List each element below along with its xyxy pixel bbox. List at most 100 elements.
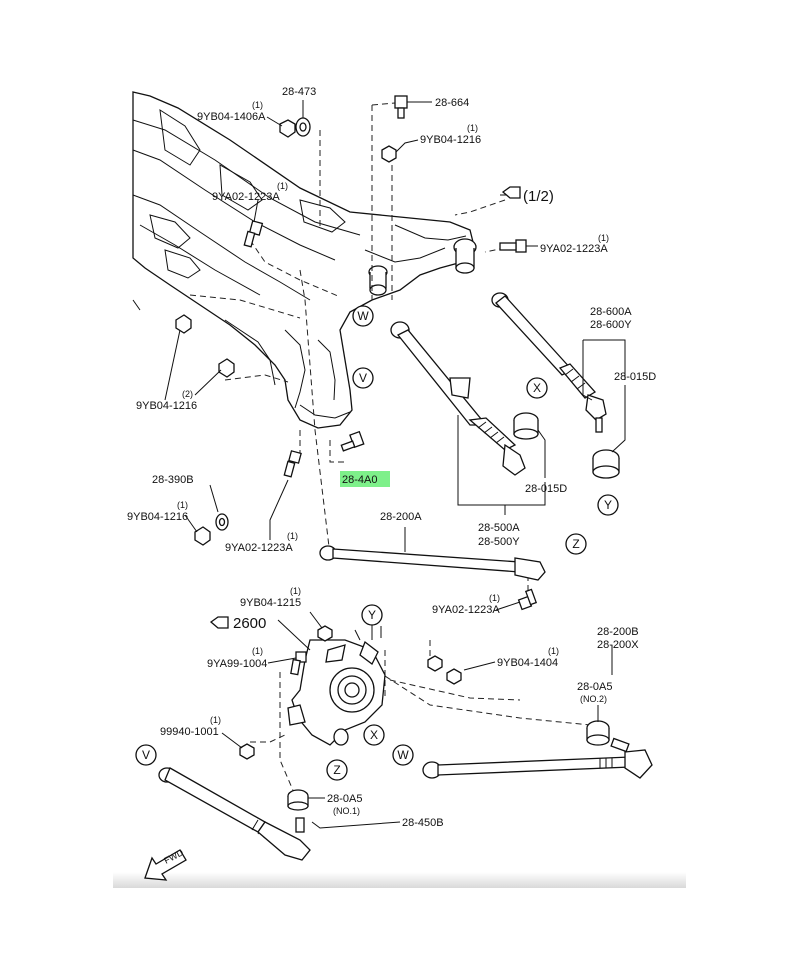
nut-99940-1001 [239, 743, 255, 760]
link-28-200a [319, 545, 546, 611]
label-28-0a5-no1: 28-0A5 [327, 793, 362, 805]
svg-text:W: W [357, 309, 369, 323]
callout-z-right: Z [565, 533, 587, 555]
link-28-200b [422, 720, 653, 779]
bolt-28-664 [394, 95, 408, 119]
label-28-500y: 28-500Y [478, 536, 520, 548]
label-28-015d-right: 28-015D [614, 371, 656, 383]
bushing-28-015d-mid [513, 412, 539, 440]
qty-9yb04-1215: (1) [290, 586, 301, 596]
top-fasteners [175, 95, 527, 452]
label-99940-1001: 99940-1001 [160, 726, 219, 738]
ref-pointer-icon-2600 [209, 616, 229, 629]
qty-9ya02-lower: (1) [489, 593, 500, 603]
nut-9yb04-1216-top [381, 145, 397, 163]
qty-9ya99-1004: (1) [252, 646, 263, 656]
bolt-9ya02-1223a-low [283, 450, 302, 478]
nut-9yb04-1404 [427, 655, 462, 685]
svg-text:X: X [370, 728, 378, 742]
svg-text:V: V [359, 371, 367, 385]
label-28-4a0: 28-4A0 [342, 474, 377, 486]
nut-9yb04-1216-mid-b [218, 358, 235, 378]
label-28-600y: 28-600Y [590, 319, 632, 331]
bolt-28-4a0 [340, 430, 365, 452]
label-no2: (NO.2) [580, 694, 607, 704]
nut-9yb04-1215 [317, 625, 333, 642]
nut-9yb04-1216-mid-a [175, 314, 192, 334]
qty-9yb04-1216-low: (1) [177, 500, 188, 510]
label-9yb04-1404: 9YB04-1404 [497, 657, 558, 669]
highlight-28-4a0 [340, 471, 390, 487]
qty-9yb04-1216-top: (1) [467, 123, 478, 133]
link-28-500a [390, 321, 526, 476]
svg-text:Y: Y [368, 608, 376, 622]
ref-pointer-icon [501, 186, 521, 199]
bolt-9ya99-1004 [290, 651, 307, 676]
bushing-28-0a5-no1 [287, 789, 309, 811]
bushing-28-0a5-no2 [586, 720, 610, 746]
qty-99940-1001: (1) [210, 715, 221, 725]
label-9yb04-1215: 9YB04-1215 [240, 597, 301, 609]
callout-v-top: V [352, 367, 374, 389]
label-28-200x: 28-200X [597, 639, 639, 651]
washer-28-390b [215, 513, 229, 531]
callout-x-knuckle: X [363, 724, 385, 746]
label-28-450b: 28-450B [402, 817, 444, 829]
qty-9yb04-1404: (1) [548, 646, 559, 656]
label-no1: (NO.1) [333, 806, 360, 816]
qty-9ya02-left: (1) [277, 181, 288, 191]
rear-knuckle [239, 625, 462, 760]
bushing-28-015d-right [592, 449, 620, 479]
label-9yb04-1216-top: 9YB04-1216 [420, 134, 481, 146]
forward-arrow: FWD [144, 847, 187, 881]
callout-y-right: Y [597, 494, 619, 516]
svg-text:Z: Z [333, 763, 340, 777]
label-28-200b: 28-200B [597, 626, 639, 638]
label-9yb04-1406a: 9YB04-1406A [197, 111, 266, 123]
label-9ya02-1223a-left: 9YA02-1223A [212, 191, 280, 203]
link-28-600a [491, 292, 607, 433]
callout-v-low: V [135, 744, 157, 766]
label-9ya02-1223a-right: 9YA02-1223A [540, 243, 608, 255]
diagram-bottom-edge [113, 872, 686, 888]
washer-28-473 [295, 117, 311, 137]
svg-text:Z: Z [572, 537, 579, 551]
label-28-500a: 28-500A [478, 522, 520, 534]
label-9yb04-1216-mid: 9YB04-1216 [136, 400, 197, 412]
svg-text:X: X [533, 381, 541, 395]
label-28-600a: 28-600A [590, 306, 632, 318]
callout-x-top: X [526, 377, 548, 399]
callouts: W V X Y Z Y X [135, 305, 619, 781]
callout-y-knuckle: Y [361, 604, 383, 626]
qty-9ya02-low: (1) [287, 531, 298, 541]
qty-9yb04-1406a: (1) [252, 100, 263, 110]
qty-9yb04-1216-mid: (2) [182, 389, 193, 399]
label-ref-1-2: (1/2) [523, 188, 554, 205]
left-fasteners [194, 450, 302, 546]
label-2600: 2600 [233, 615, 266, 632]
label-28-015d-mid: 28-015D [525, 483, 567, 495]
part-labels: 28-473 28-664 (1) 9YB04-1406A (1) 9YB04-… [127, 86, 656, 829]
label-9ya02-1223a-lower: 9YA02-1223A [432, 604, 500, 616]
label-9ya02-1223a-low: 9YA02-1223A [225, 542, 293, 554]
label-28-473: 28-473 [282, 86, 316, 98]
label-28-664: 28-664 [435, 97, 469, 109]
label-28-200a: 28-200A [380, 511, 422, 523]
qty-9ya02-right: (1) [598, 233, 609, 243]
callout-z-low: Z [326, 759, 348, 781]
svg-text:Y: Y [604, 498, 612, 512]
nut-9yb04-1406a [279, 119, 296, 138]
label-9yb04-1216-low: 9YB04-1216 [127, 511, 188, 523]
callout-w-low: W [392, 744, 414, 766]
bolt-9ya02-1223a-left [243, 220, 264, 248]
label-9ya99-1004: 9YA99-1004 [207, 658, 267, 670]
upper-links [390, 292, 620, 479]
bolt-9ya02-1223a-right [499, 239, 527, 253]
label-leaders [164, 100, 626, 829]
label-28-390b: 28-390B [152, 474, 194, 486]
label-28-0a5-no2: 28-0A5 [577, 681, 612, 693]
svg-text:W: W [397, 748, 409, 762]
callout-w-top: W [352, 305, 374, 327]
